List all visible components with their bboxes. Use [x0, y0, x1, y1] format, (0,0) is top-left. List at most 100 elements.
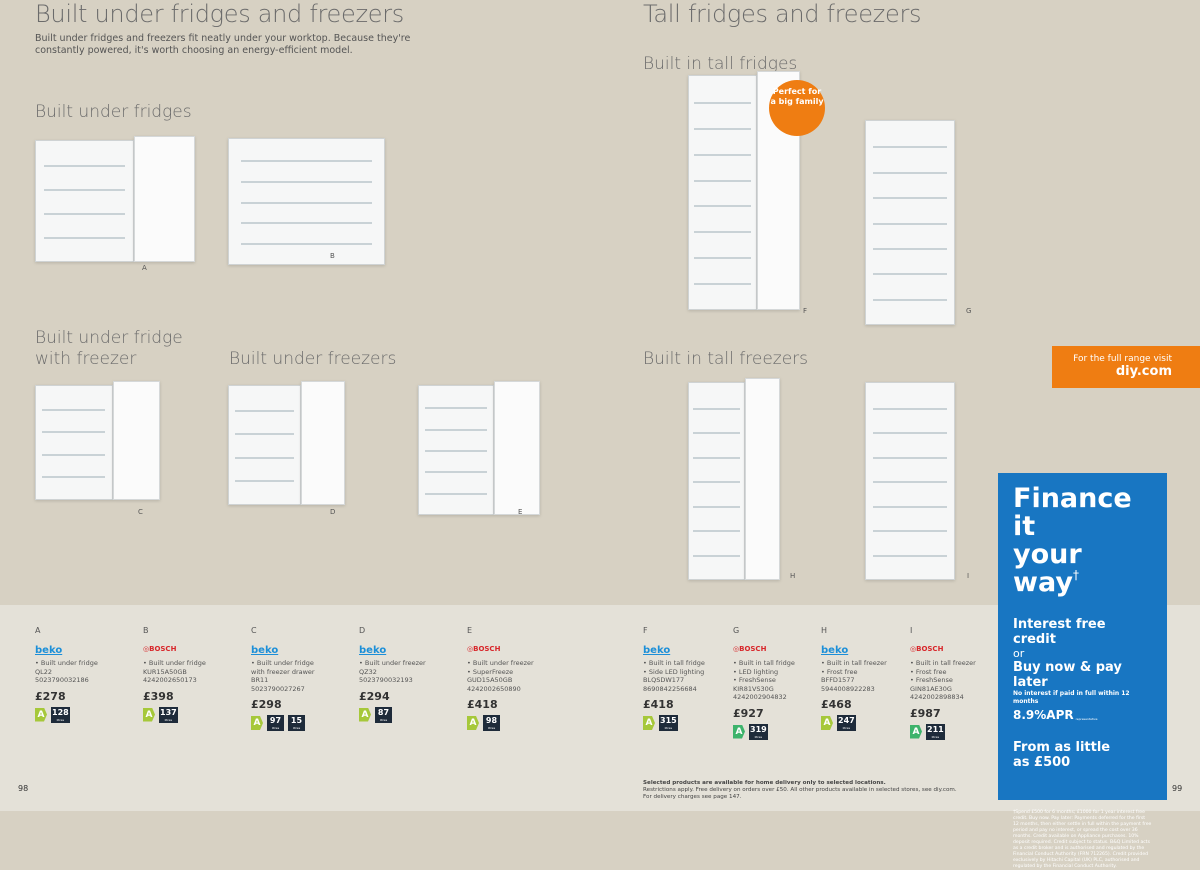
section-tall-fridges: Built in tall fridges — [643, 54, 798, 74]
apr: 8.9%APR — [1013, 708, 1074, 722]
brand-logo: beko — [359, 645, 387, 656]
shelf — [241, 222, 372, 225]
shelf — [694, 101, 752, 104]
image-label: D — [330, 508, 336, 516]
product-feature: • FreshSense — [910, 676, 953, 684]
banner-link[interactable]: diy.com — [1115, 364, 1172, 379]
shelf — [873, 171, 947, 174]
brand-logo: ◎BOSCH — [143, 645, 177, 653]
capacity-unit: litres — [487, 726, 496, 730]
product-price: £987 — [910, 706, 941, 720]
brand-logo: beko — [821, 645, 849, 656]
shelf — [234, 480, 294, 483]
capacity-unit: litres — [164, 717, 173, 722]
product-letter: F — [643, 626, 648, 635]
shelf — [43, 213, 126, 215]
energy-rating-badge: A — [733, 724, 745, 739]
shelf — [693, 505, 740, 508]
product-feature: • Built in tall fridge — [733, 659, 795, 667]
capacity-unit: litres — [664, 726, 673, 730]
shelf — [693, 432, 740, 434]
shelf — [693, 456, 740, 459]
product-letter: G — [733, 626, 740, 635]
finance-terms: †Spend £500 for 6 months; £1000 for 1 ye… — [1013, 810, 1152, 869]
shelf — [873, 456, 947, 459]
shelf — [873, 481, 947, 483]
fridge-door — [134, 136, 195, 262]
product-image-h — [688, 382, 746, 580]
model-number: QL22 — [35, 667, 53, 676]
model-number: GIN81AE30G — [910, 684, 952, 693]
product-card-g[interactable]: G◎BOSCH• Built in tall fridge• LED light… — [733, 626, 817, 740]
shelf — [234, 433, 294, 436]
product-image-f — [688, 75, 758, 310]
shelf — [694, 153, 752, 156]
footer-line-3: For delivery charges see page 147. — [643, 794, 742, 800]
shelf — [873, 247, 947, 250]
buy-now-pay-later: Buy now & pay later — [1013, 660, 1122, 690]
footer-line-2: Restrictions apply. Free delivery on ord… — [643, 787, 957, 793]
product-card-i[interactable]: I◎BOSCH• Built in tall freezer• Frost fr… — [910, 626, 994, 740]
product-feature: • Built in tall fridge — [643, 659, 705, 667]
full-range-banner[interactable]: For the full range visit diy.com — [1052, 346, 1200, 388]
shelf — [873, 146, 947, 149]
image-label: H — [790, 572, 796, 580]
ean-code: 8690842256684 — [643, 684, 697, 693]
product-image-g — [865, 120, 955, 325]
product-feature: • LED lighting — [733, 667, 779, 676]
shelf — [873, 273, 947, 276]
product-feature: • Built under fridge — [251, 659, 314, 667]
model-number: BFFD1577 — [821, 676, 855, 684]
delivery-footer: Selected products are available for home… — [643, 780, 957, 801]
finance-title-1: Finance it — [1013, 483, 1132, 542]
model-number: BR11 — [251, 676, 269, 684]
image-label: A — [142, 264, 147, 272]
capacity-unit: litres — [379, 717, 388, 722]
product-card-e[interactable]: E◎BOSCH• Built under freezer• SuperFreez… — [467, 626, 551, 731]
shelf — [873, 505, 947, 508]
ean-code: 4242002904832 — [733, 693, 787, 701]
page-number-left: 98 — [18, 784, 29, 793]
energy-rating-badge: A — [643, 716, 655, 730]
shelf — [873, 407, 947, 410]
shelf — [873, 222, 947, 225]
product-price: £278 — [35, 689, 66, 703]
product-letter: H — [821, 626, 828, 635]
product-feature: • SuperFreeze — [467, 667, 514, 676]
product-price: £927 — [733, 706, 764, 720]
section-fridge-with-freezer: Built under fridge with freezer — [35, 328, 183, 369]
shelf — [42, 408, 106, 411]
energy-rating-badge: A — [359, 707, 371, 722]
shelf — [241, 180, 372, 183]
shelf — [693, 407, 740, 410]
product-price: £298 — [251, 698, 282, 711]
product-image-a — [35, 140, 135, 262]
product-feature: • Built in tall freezer — [821, 659, 887, 667]
brand-logo: beko — [251, 645, 279, 656]
product-letter: B — [143, 626, 149, 635]
product-feature: • Built under fridge — [143, 659, 206, 667]
footer-bold: Selected products are available for home… — [643, 780, 886, 786]
product-letter: E — [467, 626, 473, 635]
perfect-family-badge: Perfect for a big family — [769, 80, 825, 136]
shelf — [693, 554, 740, 557]
shelf — [241, 201, 372, 204]
shelf — [693, 530, 740, 532]
energy-rating-badge: A — [251, 716, 263, 730]
